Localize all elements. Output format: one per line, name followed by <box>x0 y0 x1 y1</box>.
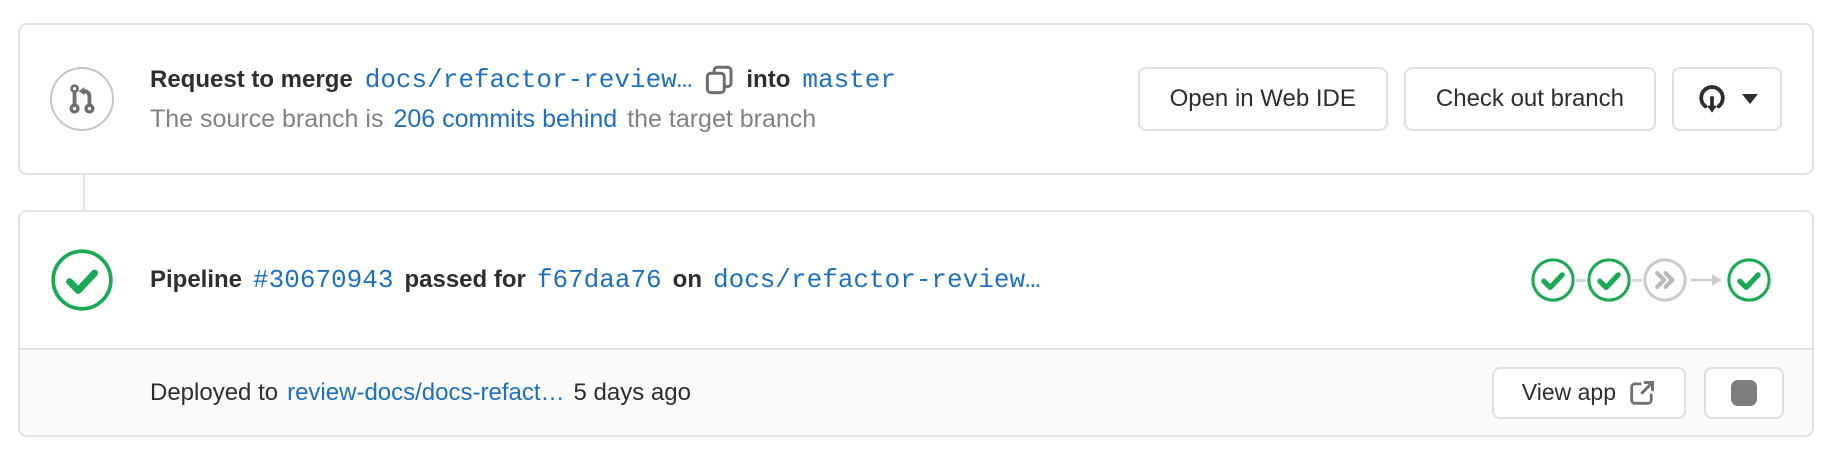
deployment-text-line: Deployed to review-docs/docs-refact… 5 d… <box>150 377 691 409</box>
external-link-icon <box>1628 379 1656 407</box>
deployed-to-label: Deployed to <box>150 378 279 406</box>
pipeline-stage-passed-icon[interactable] <box>1726 257 1772 303</box>
widget-connector-line <box>83 175 85 210</box>
pipeline-label: Pipeline <box>150 266 243 293</box>
pipeline-status-phrase: passed for <box>404 266 526 293</box>
copy-branch-name-icon[interactable] <box>704 65 734 95</box>
deployment-row: Deployed to review-docs/docs-refact… 5 d… <box>20 348 1812 435</box>
pipeline-branch-link[interactable]: docs/refactor-review… <box>713 265 1041 295</box>
mr-subtitle-line: The source branch is 206 commits behind … <box>150 102 1138 136</box>
subtitle-suffix: the target branch <box>627 104 817 133</box>
cloud-download-icon <box>1696 83 1728 115</box>
caret-down-icon <box>1742 94 1758 104</box>
pipeline-on-label: on <box>672 266 702 293</box>
deploy-time-ago: 5 days ago <box>573 378 691 406</box>
commit-sha-link[interactable]: f67daa76 <box>536 265 662 295</box>
pipeline-stage-skipped-icon[interactable] <box>1642 257 1688 303</box>
subtitle-prefix: The source branch is <box>150 104 384 133</box>
open-web-ide-button[interactable]: Open in Web IDE <box>1137 67 1388 131</box>
checkout-branch-button[interactable]: Check out branch <box>1403 67 1656 131</box>
pipeline-id-link[interactable]: #30670943 <box>253 265 394 295</box>
downstream-arrow-icon <box>1691 268 1723 292</box>
into-label: into <box>746 65 791 93</box>
mini-pipeline-graph <box>1530 257 1772 303</box>
commits-behind-link[interactable]: 206 commits behind <box>393 104 618 133</box>
view-app-label: View app <box>1521 379 1616 405</box>
stop-icon <box>1731 379 1757 406</box>
merge-request-icon <box>50 67 114 131</box>
stage-connector-line <box>1632 278 1642 282</box>
deployment-actions: View app <box>1491 366 1784 419</box>
pipeline-stage-passed-icon[interactable] <box>1530 257 1576 303</box>
mr-title-line: Request to merge docs/refactor-review… i… <box>150 63 1138 97</box>
pipeline-card: Pipeline #30670943 passed for f67daa76 o… <box>18 210 1814 437</box>
source-branch-link[interactable]: docs/refactor-review… <box>364 64 693 95</box>
title-prefix: Request to merge <box>150 65 353 93</box>
view-app-button[interactable]: View app <box>1491 366 1686 419</box>
pipeline-row: Pipeline #30670943 passed for f67daa76 o… <box>20 212 1812 348</box>
stage-connector-line <box>1576 278 1586 282</box>
pipeline-stage-passed-icon[interactable] <box>1586 257 1632 303</box>
mr-header-text: Request to merge docs/refactor-review… i… <box>150 63 1138 136</box>
pipeline-text-line: Pipeline #30670943 passed for f67daa76 o… <box>150 263 1530 297</box>
mr-header-actions: Open in Web IDE Check out branch <box>1137 67 1782 131</box>
target-branch-link[interactable]: master <box>802 64 896 95</box>
download-dropdown-button[interactable] <box>1672 67 1782 131</box>
environment-link[interactable]: review-docs/docs-refact… <box>287 378 565 406</box>
stop-environment-button[interactable] <box>1704 366 1784 419</box>
mr-header-card: Request to merge docs/refactor-review… i… <box>18 23 1814 175</box>
pipeline-status-check-circle-icon[interactable] <box>50 248 114 312</box>
